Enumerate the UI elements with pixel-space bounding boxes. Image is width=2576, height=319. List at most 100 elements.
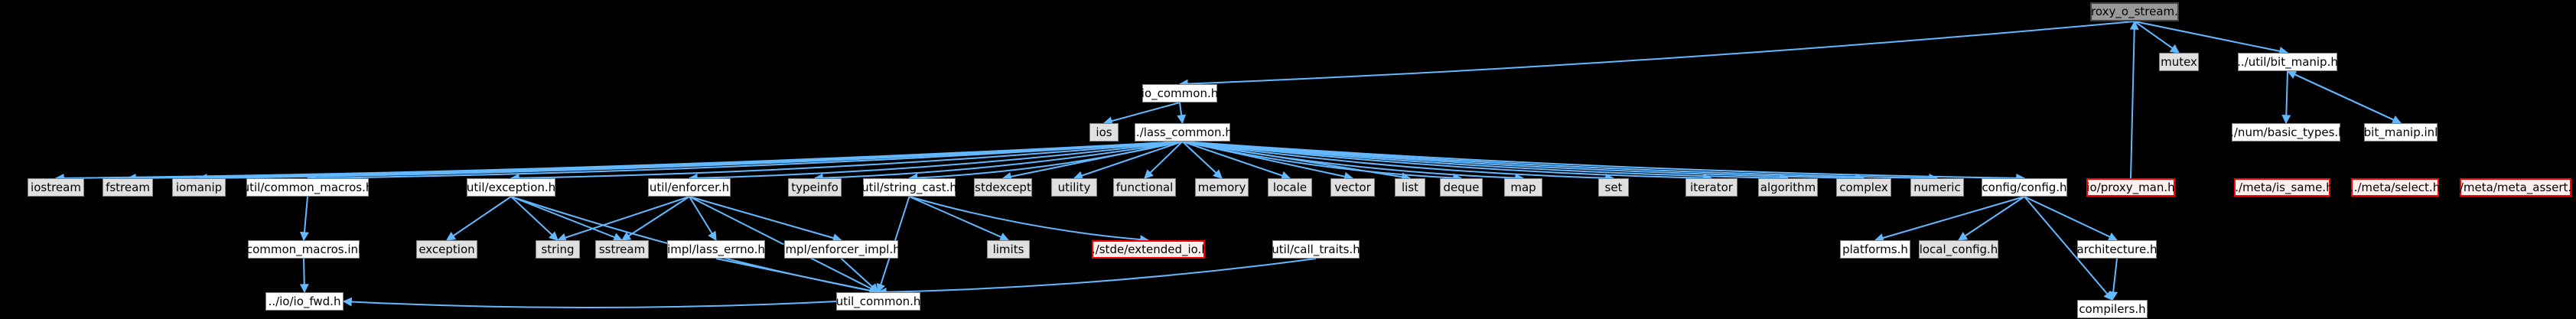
graph-node-select[interactable]: ../meta/select.h bbox=[2350, 178, 2441, 197]
graph-node-label: io/proxy_man.h bbox=[2086, 180, 2175, 194]
graph-node-label: locale bbox=[1272, 180, 1308, 194]
graph-node-call_traits[interactable]: util/call_traits.h bbox=[1272, 240, 1360, 259]
graph-node-io_fwd[interactable]: ../io/io_fwd.h bbox=[265, 292, 344, 311]
graph-edge-lass_common-to-utility bbox=[1073, 141, 1183, 181]
graph-node-sstream[interactable]: sstream bbox=[595, 240, 649, 259]
graph-node-complex[interactable]: complex bbox=[1836, 178, 1891, 197]
graph-node-ios[interactable]: ios bbox=[1089, 123, 1119, 142]
graph-node-label: algorithm bbox=[1760, 180, 1816, 194]
graph-node-stdexcept[interactable]: stdexcept bbox=[974, 178, 1032, 197]
graph-node-mutex[interactable]: mutex bbox=[2159, 53, 2199, 71]
graph-edge-config_config-to-compilers bbox=[2024, 196, 2113, 301]
graph-edge-lass_common-to-exception_h bbox=[510, 141, 1183, 183]
graph-node-label: limits bbox=[992, 242, 1024, 256]
graph-node-platforms[interactable]: platforms.h bbox=[1840, 240, 1910, 259]
graph-node-enforcer_h[interactable]: util/enforcer.h bbox=[648, 178, 731, 197]
graph-node-label: ../num/basic_types.h bbox=[2226, 125, 2346, 139]
graph-node-algorithm[interactable]: algorithm bbox=[1758, 178, 1818, 197]
graph-node-label: ../meta/select.h bbox=[2350, 180, 2441, 194]
graph-edge-exception_h-to-string bbox=[510, 196, 559, 241]
graph-node-util_common[interactable]: util_common.h bbox=[836, 292, 920, 311]
graph-edge-lass_common-to-fstream bbox=[126, 141, 1183, 183]
graph-edge-enforcer_h-to-lass_errno bbox=[689, 196, 717, 242]
graph-node-label: ../lass_common.h bbox=[1132, 125, 1233, 139]
graph-node-iterator[interactable]: iterator bbox=[1685, 178, 1737, 197]
graph-node-label: local_config.h bbox=[1919, 242, 1998, 256]
graph-edge-lass_common-to-stdexcept bbox=[1001, 141, 1183, 181]
graph-edge-exception_h-to-exception bbox=[446, 196, 512, 241]
graph-node-label: compilers.h bbox=[2079, 301, 2146, 316]
graph-node-bit_manip[interactable]: ../util/bit_manip.h bbox=[2237, 53, 2338, 71]
graph-node-compilers[interactable]: compilers.h bbox=[2077, 300, 2148, 318]
graph-node-typeinfo[interactable]: typeinfo bbox=[788, 178, 842, 197]
graph-node-is_same[interactable]: ../meta/is_same.h bbox=[2231, 178, 2333, 197]
graph-edge-lass_common-to-algorithm bbox=[1182, 141, 1790, 183]
graph-node-local_config[interactable]: local_config.h bbox=[1919, 240, 1998, 259]
graph-node-lass_errno[interactable]: impl/lass_errno.h bbox=[667, 240, 765, 259]
graph-node-common_macros[interactable]: util/common_macros.h bbox=[243, 178, 373, 197]
graph-edge-lass_common-to-deque bbox=[1182, 141, 1463, 183]
graph-node-enforcer_impl[interactable]: impl/enforcer_impl.h bbox=[782, 240, 900, 259]
graph-node-numeric[interactable]: numeric bbox=[1910, 178, 1964, 197]
graph-edge-io_common-to-lass_common bbox=[1177, 102, 1187, 125]
graph-node-label: typeinfo bbox=[791, 180, 839, 194]
graph-node-iostream[interactable]: iostream bbox=[28, 178, 84, 197]
graph-node-string[interactable]: string bbox=[536, 240, 580, 259]
graph-node-map[interactable]: map bbox=[1504, 178, 1542, 197]
graph-node-io_common[interactable]: io_common.h bbox=[1141, 84, 1218, 103]
graph-node-architecture[interactable]: architecture.h bbox=[2076, 240, 2158, 259]
graph-node-exception_h[interactable]: util/exception.h bbox=[467, 178, 555, 197]
graph-edge-proxy_man-to-proxy_o_stream bbox=[2129, 20, 2139, 179]
graph-node-label: memory bbox=[1197, 180, 1246, 194]
graph-node-fstream[interactable]: fstream bbox=[103, 178, 153, 197]
graph-node-label: iterator bbox=[1690, 180, 1733, 194]
graph-node-label: common_macros.inl bbox=[246, 242, 362, 256]
graph-node-common_macros_inl[interactable]: common_macros.inl bbox=[246, 240, 362, 259]
graph-node-vector[interactable]: vector bbox=[1330, 178, 1375, 197]
graph-node-label: set bbox=[1604, 180, 1623, 194]
graph-node-memory[interactable]: memory bbox=[1195, 178, 1249, 197]
graph-node-proxy_man[interactable]: io/proxy_man.h bbox=[2086, 178, 2175, 197]
graph-edge-lass_common-to-locale bbox=[1182, 141, 1291, 181]
graph-edge-lass_common-to-memory bbox=[1181, 141, 1223, 179]
graph-edge-lass_common-to-map bbox=[1182, 141, 1525, 183]
graph-node-basic_types[interactable]: ../num/basic_types.h bbox=[2226, 123, 2346, 142]
graph-node-limits[interactable]: limits bbox=[987, 240, 1030, 259]
graph-node-utility[interactable]: utility bbox=[1051, 178, 1097, 197]
graph-node-exception[interactable]: exception bbox=[416, 240, 477, 259]
graph-node-label: utility bbox=[1057, 180, 1091, 194]
graph-node-functional[interactable]: functional bbox=[1113, 178, 1176, 197]
graph-node-lass_common[interactable]: ../lass_common.h bbox=[1132, 123, 1233, 142]
graph-node-label: deque bbox=[1443, 180, 1480, 194]
graph-node-label: impl/enforcer_impl.h bbox=[782, 242, 900, 256]
graph-node-proxy_o_stream[interactable]: proxy_o_stream.h bbox=[2084, 2, 2185, 21]
graph-edge-io_common-to-ios bbox=[1102, 102, 1181, 125]
graph-node-label: ios bbox=[1096, 125, 1112, 139]
graph-edge-proxy_o_stream-to-io_common bbox=[1178, 21, 2135, 89]
graph-node-set[interactable]: set bbox=[1598, 178, 1629, 197]
graph-node-label: config/config.h bbox=[1982, 180, 2067, 194]
graph-node-list[interactable]: list bbox=[1395, 178, 1425, 197]
graph-node-label: util_common.h bbox=[835, 294, 921, 308]
graph-node-locale[interactable]: locale bbox=[1268, 178, 1312, 197]
graph-node-label: list bbox=[1401, 180, 1419, 194]
graph-node-string_cast[interactable]: util/string_cast.h bbox=[861, 178, 957, 197]
graph-node-iomanip[interactable]: iomanip bbox=[172, 178, 226, 197]
graph-edge-bit_manip_inl-to-bit_manip bbox=[2286, 70, 2402, 124]
graph-node-label: platforms.h bbox=[1842, 242, 1908, 256]
graph-edge-util_common-to-io_fwd bbox=[342, 297, 837, 308]
graph-edge-config_config-to-local_config bbox=[1957, 196, 2025, 241]
graph-node-bit_manip_inl[interactable]: bit_manip.inl bbox=[2364, 123, 2438, 142]
graph-node-config_config[interactable]: config/config.h bbox=[1982, 178, 2067, 197]
graph-node-meta_assert[interactable]: ../meta/meta_assert.h bbox=[2452, 178, 2576, 197]
graph-node-label: ../stde/extended_io.h bbox=[1088, 242, 1209, 256]
graph-node-label: ../io/io_fwd.h bbox=[268, 294, 341, 308]
graph-edge-lass_common-to-iterator bbox=[1182, 141, 1713, 183]
graph-node-label: map bbox=[1510, 180, 1536, 194]
graph-node-label: util/enforcer.h bbox=[649, 180, 730, 194]
graph-node-label: ../util/bit_manip.h bbox=[2237, 54, 2338, 69]
graph-node-label: iomanip bbox=[175, 180, 223, 194]
graph-edge-lass_common-to-set bbox=[1182, 141, 1615, 183]
graph-node-deque[interactable]: deque bbox=[1440, 178, 1483, 197]
graph-node-extended_io[interactable]: ../stde/extended_io.h bbox=[1088, 240, 1209, 259]
